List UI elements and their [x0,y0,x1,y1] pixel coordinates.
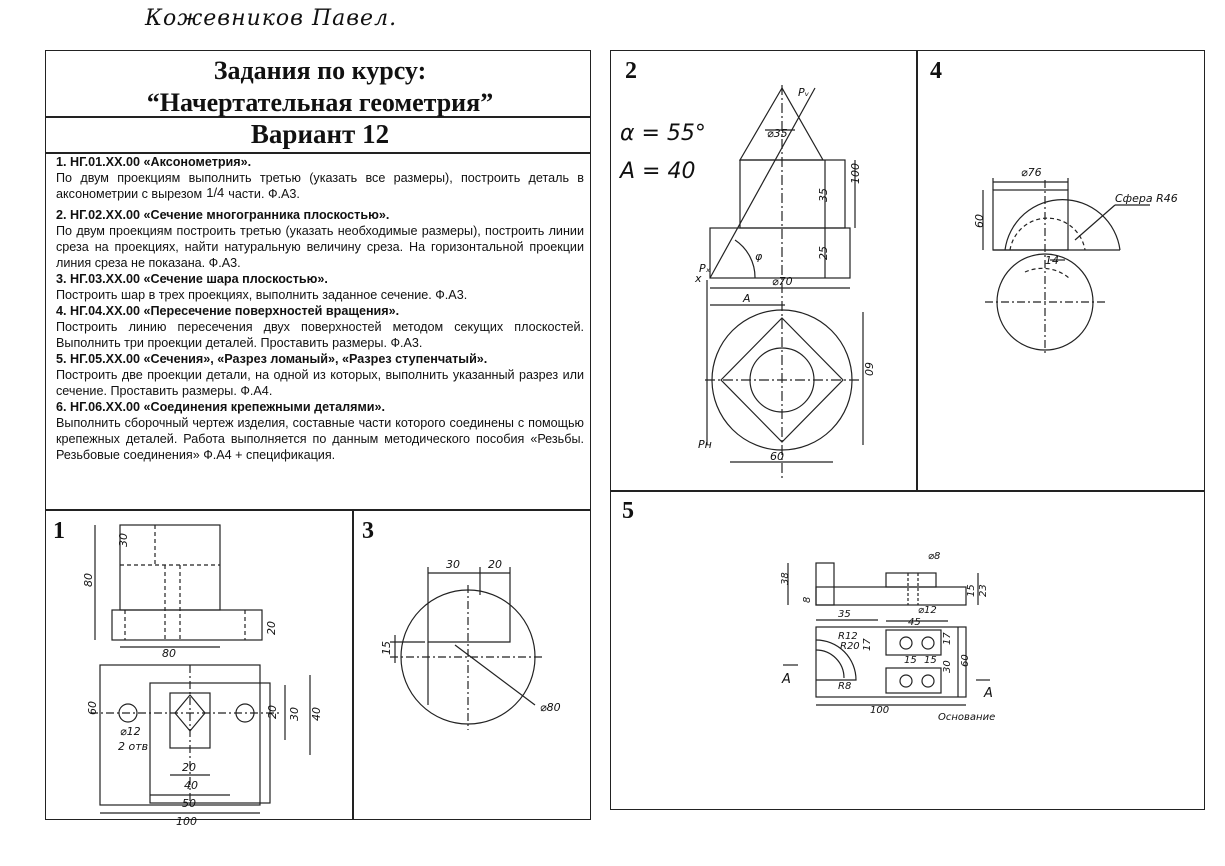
p5-dim-30: 30 [942,660,953,673]
p5-dim-r12: R12 [838,631,858,642]
left-frame [45,50,591,820]
task-6-body: Выполнить сборочный чертеж изделия, сост… [56,416,584,462]
p5-dim-r20: R20 [840,641,860,652]
p2-label-ph: Pн [698,438,712,451]
p5-dim-60: 60 [960,654,971,667]
p5-dim-17a: 17 [862,638,873,651]
p2-dim-100: 100 [849,163,862,184]
p2-label-px: Pₓ [699,262,711,275]
p1-dim-60: 60 [86,701,99,715]
p4-label-sphere: Сфера R46 [1115,192,1178,205]
drawing-panel-3: 30 20 15 ⌀80 [380,558,561,730]
p2-phi-small: φ [755,250,763,263]
p2-dim-60h: 60 [770,450,784,463]
p2-alpha: α = 55° [620,121,706,146]
p4-dim-phi76: ⌀76 [1021,166,1042,179]
p1-dim-30b: 30 [288,707,301,721]
p1-dim-40: 40 [310,707,323,721]
divider-tasks [45,152,591,154]
task-4-heading: 4. НГ.04.ХХ.00 «Пересечение поверхностей… [56,304,400,318]
p2-label-x: x [694,272,702,285]
p5-dim-r8: R8 [838,681,851,692]
divider-left-mid [45,509,591,511]
p5-dim-phi8: ⌀8 [928,551,940,562]
task-3-body: Построить шар в трех проекциях, выполнит… [56,288,468,302]
p3-dim-15: 15 [380,641,393,655]
p5-dim-15a: 15 [904,655,917,666]
p1-dim-80v: 80 [82,573,95,587]
p1-dim-phi12: ⌀12 [120,725,141,738]
course-title-line1: Задания по курсу: [213,56,427,85]
p5-dim-38: 38 [780,572,791,585]
task-5-heading: 5. НГ.05.ХХ.00 «Сечения», «Разрез ломаны… [56,352,488,366]
p2-label-a: A [742,292,751,305]
task-5-body: Построить две проекции детали, на одной … [56,368,584,398]
task-3-heading: 3. НГ.03.ХХ.00 «Сечение шара плоскостью»… [56,272,328,286]
p5-dim-8: 8 [802,597,813,603]
panel-3-number: 3 [362,518,374,544]
variant-title: Вариант 12 [250,119,390,149]
p2-a-value: A = 40 [618,159,695,184]
task-1-heading: 1. НГ.01.ХХ.00 «Аксонометрия». [56,155,252,169]
p1-dim-20c: 20 [182,761,196,774]
p2-dim-25: 25 [817,246,830,260]
fraction-quarter: 1/4 [206,185,225,200]
task-2-heading: 2. НГ.02.ХХ.00 «Сечение многогранника пл… [56,208,390,222]
p5-dim-15: 15 [966,584,977,597]
task-1-body: По двум проекциям выполнить третью (указ… [56,171,584,201]
p3-dim-phi80: ⌀80 [540,701,561,714]
p2-dim-phi35: ⌀35 [767,127,788,140]
p1-dim-20b: 20 [266,705,279,719]
p3-dim-30: 30 [446,558,460,571]
p2-dim-phi70: ⌀70 [772,275,793,288]
p1-dim-40b: 40 [184,779,198,792]
task-6-heading: 6. НГ.06.ХХ.00 «Соединения крепежными де… [56,400,386,414]
p5-dim-15b: 15 [924,655,937,666]
p4-dim-60: 60 [973,214,986,228]
task-2-body: По двум проекциям построить третью (указ… [56,224,584,270]
p5-label-a1: A [781,672,791,687]
panel-1-number: 1 [53,518,65,544]
divider-left-vert [352,509,354,820]
drawing-panel-1: 30 80 20 80 60 20 30 40 ⌀12 2 отв 20 40 … [82,524,323,828]
panel-4-number: 4 [930,58,942,84]
p5-dim-23: 23 [978,584,989,597]
p4-dim-14: 14 [1045,254,1059,267]
p1-dim-50: 50 [182,797,196,810]
author-signature: Кожевников Павел. [145,6,398,31]
p5-label-base: Основание [938,712,995,723]
divider-right-mid [610,490,1205,492]
p5-dim-phi12: ⌀12 [918,605,937,616]
p1-dim-100: 100 [176,815,197,828]
p1-dim-80h: 80 [162,647,176,660]
right-frame [610,50,1205,810]
p5-dim-45: 45 [908,617,921,628]
p1-dim-holes: 2 отв [118,740,148,753]
p2-dim-35: 35 [817,188,830,202]
p5-dim-35: 35 [838,609,851,620]
course-title-line2: “Начертательная геометрия” [146,88,494,117]
divider-right-vert [916,50,918,490]
drawing-panel-2: ⌀35 Pᵥ 35 100 25 φ Pₓ x ⌀70 A 60 Pн 60 α… [618,85,875,480]
divider-title [45,116,591,118]
p5-label-a2: A [983,686,993,701]
p5-dim-100: 100 [870,705,889,716]
drawing-panel-5: ⌀8 38 8 15 23 35 ⌀12 45 R12 R20 17 17 60… [780,551,995,723]
p3-dim-20: 20 [488,558,502,571]
panel-2-number: 2 [625,58,637,84]
p2-label-pv: Pᵥ [798,86,810,99]
task-list: 1. НГ.01.ХХ.00 «Аксонометрия». По двум п… [56,154,584,463]
drawing-panel-4: ⌀76 Сфера R46 60 14 [973,166,1178,355]
p1-dim-20a: 20 [265,621,278,635]
task-4-body: Построить линию пересечения двух поверхн… [56,320,584,350]
panel-5-number: 5 [622,498,634,524]
p2-dim-60v: 60 [862,362,875,376]
p1-dim-30: 30 [117,533,130,547]
p5-dim-17b: 17 [942,632,953,645]
